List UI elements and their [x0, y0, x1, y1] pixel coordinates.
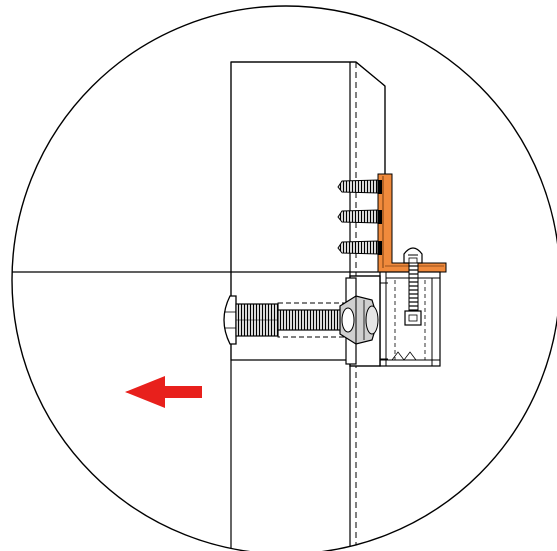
detail-circle [11, 5, 557, 551]
wood-screw [337, 179, 382, 194]
vertical-threaded-rod [404, 262, 422, 326]
arrow-left-icon [125, 376, 202, 408]
cap-nut [403, 247, 423, 264]
wood-screw [337, 209, 382, 224]
wood-screw [337, 240, 382, 255]
connector-bolt [223, 295, 379, 345]
wood-screws [337, 179, 382, 255]
detail-contents [12, 61, 447, 551]
